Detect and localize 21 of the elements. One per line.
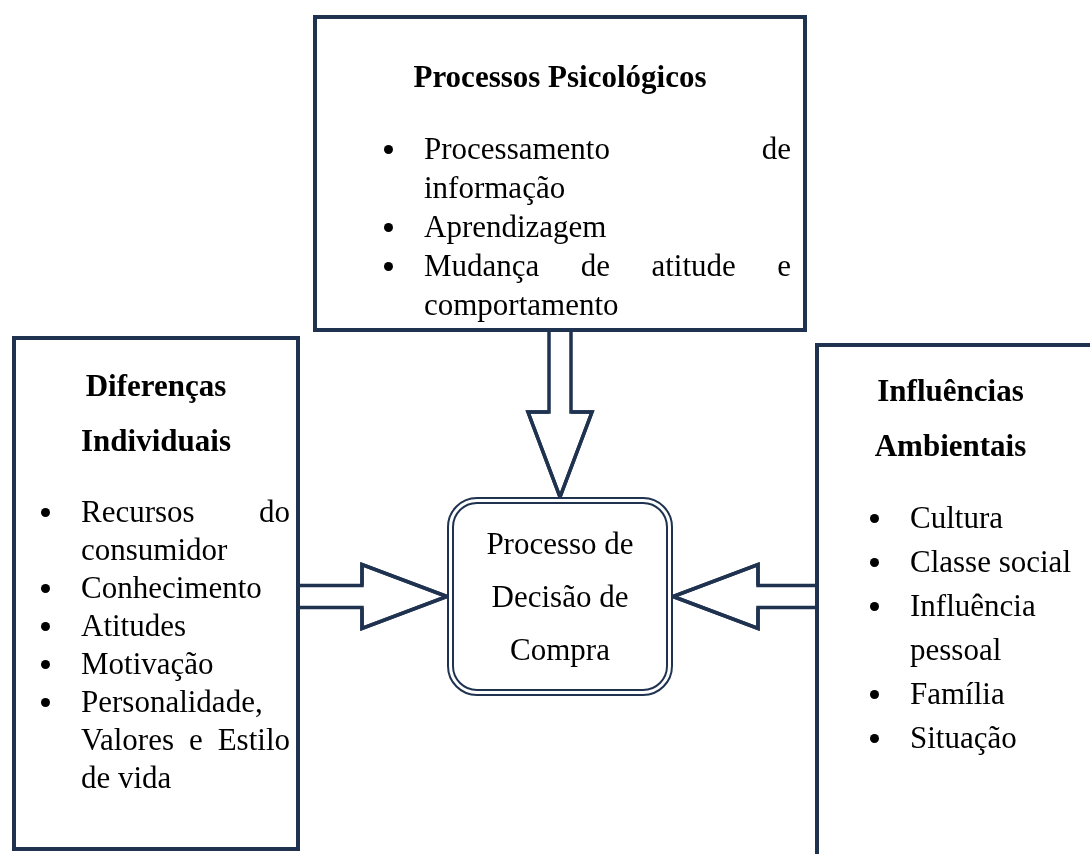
list-item: Processamento de informação	[424, 130, 791, 207]
rounded-process-box	[447, 497, 673, 696]
process-box	[12, 336, 300, 851]
list-item: Personalidade, Valores e Estilo de vida	[81, 683, 290, 797]
process-box	[313, 15, 807, 332]
list-item: Situação	[910, 719, 1018, 757]
list-item: Aprendizagem	[424, 208, 608, 246]
box-heading: Processos Psicológicos	[412, 58, 708, 96]
list-item: Mudança de atitude e comportamento	[424, 247, 791, 324]
box-heading: Influências Ambientais	[873, 372, 1028, 465]
list-item: Família	[910, 675, 1006, 713]
list-item: Recursos do consumidor	[81, 493, 290, 569]
box-label: Processo de Decisão de Compra	[485, 525, 635, 669]
list-item: Conhecimento	[81, 569, 263, 607]
process-box	[815, 343, 1090, 854]
box-heading: Diferenças Individuais	[80, 367, 232, 460]
list-item: Motivação	[81, 645, 215, 683]
list-item: Atitudes	[81, 607, 188, 645]
list-item: Cultura	[910, 499, 1004, 537]
list-item: Classe social	[910, 543, 1072, 581]
list-item: Influência pessoal	[910, 587, 1037, 669]
